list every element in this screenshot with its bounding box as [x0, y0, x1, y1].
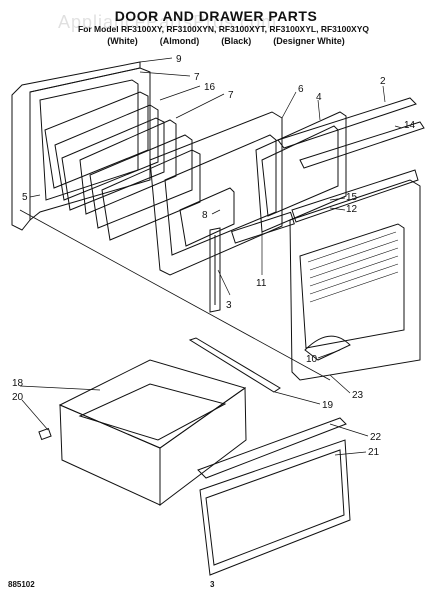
callout-5: 5 — [22, 192, 28, 203]
color-almond: (Almond) — [159, 36, 200, 46]
callout-19: 19 — [322, 400, 334, 411]
drawer-glide — [38, 427, 52, 441]
callout-7a: 7 — [194, 72, 200, 83]
color-black: (Black) — [221, 36, 252, 46]
door-glass-panels — [44, 91, 201, 241]
callout-11: 11 — [256, 278, 267, 289]
vent-strip — [230, 211, 295, 244]
callout-14: 14 — [404, 120, 416, 131]
model-subtitle: For Model RF3100XY, RF3100XYN, RF3100XYT… — [78, 24, 370, 34]
oven-door-front — [289, 179, 421, 381]
callout-10: 10 — [306, 354, 318, 365]
color-white: (White) — [107, 36, 138, 46]
watermark: AppliancePartsPros.com — [58, 12, 278, 32]
footer-code: 885102 — [8, 580, 35, 589]
callout-6: 6 — [298, 84, 304, 95]
callout-8: 8 — [202, 210, 208, 221]
door-window-glass — [255, 111, 347, 233]
callout-7b: 7 — [228, 90, 234, 101]
callout-23: 23 — [352, 390, 364, 401]
callout-22: 22 — [370, 432, 382, 443]
callout-20: 20 — [12, 392, 24, 403]
drawer-body — [58, 359, 247, 507]
guide-line — [19, 209, 331, 381]
drawer-front-panel — [197, 417, 351, 576]
callout-12: 12 — [346, 204, 358, 215]
callout-9: 9 — [176, 54, 182, 65]
color-designer-white: (Designer White) — [273, 36, 345, 46]
drawer-rail — [188, 337, 281, 393]
callout-16: 16 — [204, 82, 216, 93]
page-number: 3 — [210, 580, 215, 589]
callout-4: 4 — [316, 92, 322, 103]
callout-3: 3 — [226, 300, 232, 311]
callout-18: 18 — [12, 378, 24, 389]
inner-door-liner — [149, 111, 283, 276]
door-side-channel — [209, 227, 221, 313]
part-callouts: 9 7 16 7 6 4 2 14 15 12 5 8 11 3 10 23 1… — [12, 54, 416, 458]
outer-door-panel — [11, 61, 151, 231]
color-variants: (White) (Almond) (Black) (Designer White… — [0, 36, 432, 46]
callout-2: 2 — [380, 76, 386, 87]
callout-21: 21 — [368, 447, 380, 458]
leader-lines — [19, 57, 403, 456]
page-title: DOOR AND DRAWER PARTS — [114, 8, 318, 24]
callout-15: 15 — [346, 192, 358, 203]
